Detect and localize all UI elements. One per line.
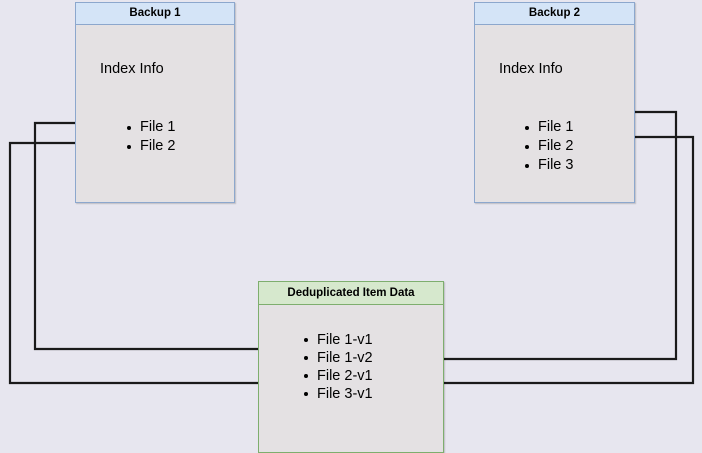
node-backup1-subtitle: Index Info	[100, 61, 164, 77]
list-item: File 2	[127, 137, 175, 156]
list-item: File 1	[127, 118, 175, 137]
node-backup2-subtitle: Index Info	[499, 61, 563, 77]
list-item: File 1	[525, 118, 573, 137]
node-backup1-title: Backup 1	[76, 3, 234, 25]
node-dedup-title: Deduplicated Item Data	[259, 282, 443, 305]
node-deduplicated-item-data[interactable]: Deduplicated Item Data File 1-v1 File 1-…	[258, 281, 444, 453]
node-backup2-body: Index Info File 1 File 2 File 3	[475, 25, 634, 202]
node-backup2[interactable]: Backup 2 Index Info File 1 File 2 File 3	[474, 2, 635, 203]
list-item: File 1-v2	[304, 349, 373, 367]
node-backup2-file-list: File 1 File 2 File 3	[525, 118, 573, 175]
node-backup1-body: Index Info File 1 File 2	[76, 25, 234, 202]
node-backup1[interactable]: Backup 1 Index Info File 1 File 2	[75, 2, 235, 203]
list-item: File 2	[525, 137, 573, 156]
list-item: File 1-v1	[304, 331, 373, 349]
diagram-canvas: Backup 1 Index Info File 1 File 2 Backup…	[8, 2, 695, 453]
node-backup2-title: Backup 2	[475, 3, 634, 25]
list-item: File 3	[525, 156, 573, 175]
node-dedup-body: File 1-v1 File 1-v2 File 2-v1 File 3-v1	[259, 305, 443, 452]
list-item: File 2-v1	[304, 367, 373, 385]
node-dedup-file-list: File 1-v1 File 1-v2 File 2-v1 File 3-v1	[304, 331, 373, 403]
node-backup1-file-list: File 1 File 2	[127, 118, 175, 156]
list-item: File 3-v1	[304, 385, 373, 403]
